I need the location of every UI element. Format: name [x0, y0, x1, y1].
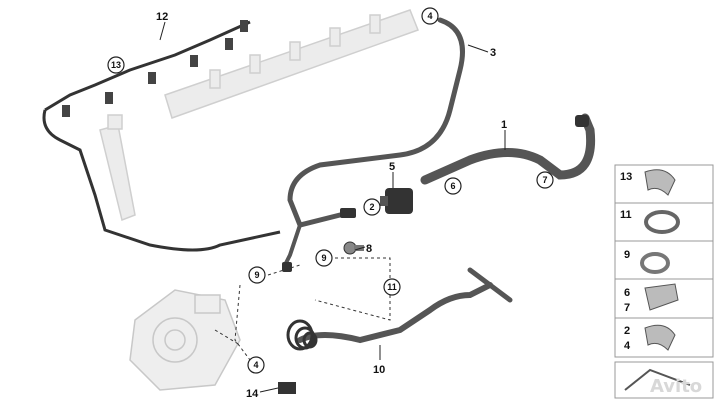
- harness-connectors: [62, 20, 248, 117]
- legend-row-5-top: 2: [624, 325, 630, 337]
- label-part-3: 3: [490, 47, 496, 59]
- callout-9-right: 9: [315, 249, 333, 267]
- label-part-5: 5: [389, 161, 395, 173]
- watermark-text: Avito: [650, 376, 702, 397]
- callout-11: 11: [383, 278, 401, 296]
- fuel-lines: [283, 17, 596, 344]
- diagram-stamp: [614, 361, 714, 399]
- part-5-block: [380, 188, 413, 214]
- callout-13: 13: [107, 56, 125, 74]
- callout-7: 7: [536, 171, 554, 189]
- legend-row-2-label: 11: [620, 209, 632, 221]
- svg-text:4: 4: [253, 360, 258, 370]
- svg-text:4: 4: [427, 11, 432, 21]
- callout-9-left: 9: [248, 266, 266, 284]
- label-part-12: 12: [156, 11, 168, 23]
- clip-2-4-icon: [644, 324, 676, 351]
- svg-text:11: 11: [387, 282, 397, 292]
- legend-row-4-bottom: 7: [624, 302, 630, 314]
- legend-row-4-top: 6: [624, 287, 630, 299]
- callout-4-top: 4: [421, 7, 439, 25]
- svg-text:6: 6: [450, 181, 455, 191]
- label-part-1: 1: [501, 119, 507, 131]
- fittings: [282, 115, 589, 272]
- hose-10: [297, 282, 493, 344]
- legend-row-3-label: 9: [624, 249, 630, 261]
- clip-6-7-icon: [644, 283, 679, 311]
- callout-6: 6: [444, 177, 462, 195]
- svg-text:13: 13: [111, 60, 121, 70]
- svg-text:9: 9: [321, 253, 326, 263]
- wire-harness: [42, 20, 281, 252]
- svg-text:2: 2: [369, 202, 374, 212]
- return-line-3: [287, 17, 465, 228]
- svg-text:7: 7: [542, 175, 547, 185]
- callout-4-bottom: 4: [247, 356, 265, 374]
- callout-2: 2: [363, 198, 381, 216]
- legend-panel: 13 11 9 6 7 2 4: [614, 164, 714, 358]
- pump-ghost: [129, 289, 241, 391]
- feed-hose-1: [420, 113, 596, 185]
- part-8-bolt: [343, 241, 364, 255]
- clip-13-icon: [644, 169, 676, 196]
- hose-to-pump: [283, 223, 302, 267]
- part-14-sensor: [278, 382, 296, 394]
- leader-lines: [214, 257, 391, 361]
- legend-row-1-label: 13: [620, 171, 632, 183]
- solid-leaders: [159, 21, 506, 393]
- label-part-8: 8: [366, 243, 372, 255]
- fuel-rail-ghost: [164, 9, 419, 119]
- hose-clamp-icon: [644, 210, 680, 234]
- label-part-10: 10: [373, 364, 385, 376]
- label-part-14: 14: [246, 388, 259, 400]
- injector-ghost: [99, 114, 136, 222]
- seal-ring-icon: [640, 252, 670, 274]
- svg-text:9: 9: [254, 270, 259, 280]
- hose-10-end: [467, 267, 513, 303]
- legend-row-5-bottom: 4: [624, 340, 631, 352]
- hose-10-coil: [286, 319, 318, 351]
